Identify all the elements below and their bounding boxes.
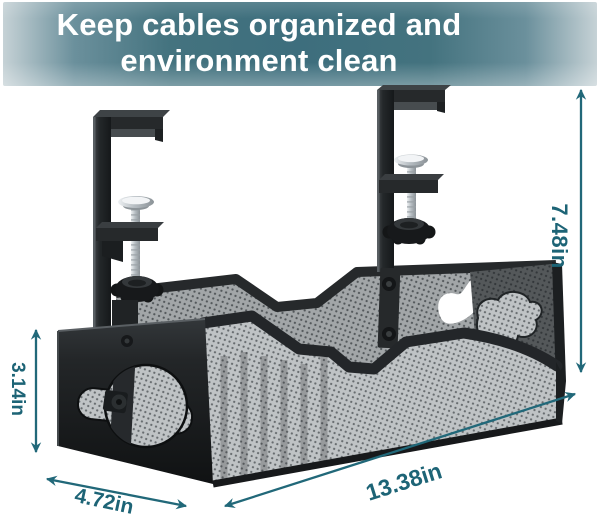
banner-title-line2: environment clean (120, 43, 398, 78)
length-arrow (223, 392, 577, 508)
banner-title: Keep cables organized and environment cl… (3, 7, 515, 79)
basket-left-panel (57, 300, 213, 484)
title-banner: Keep cables organized and environment cl… (3, 2, 597, 86)
basket-right-panel (470, 262, 566, 384)
dimension-arrows (30, 88, 587, 510)
left-panel-bolt (102, 389, 128, 414)
right-c-clamp (377, 85, 451, 349)
left-panel-mesh-cutout (76, 363, 194, 449)
left-c-clamp (93, 110, 170, 342)
banner-title-line1: Keep cables organized and (56, 7, 462, 42)
dimension-label-overall-height: 7.48in (547, 203, 572, 269)
left-clamp-screw (118, 196, 154, 282)
depth-arrow (45, 475, 188, 510)
dimension-label-side-height: 3.14in (7, 362, 28, 416)
right-clamp-bracket (377, 267, 401, 349)
